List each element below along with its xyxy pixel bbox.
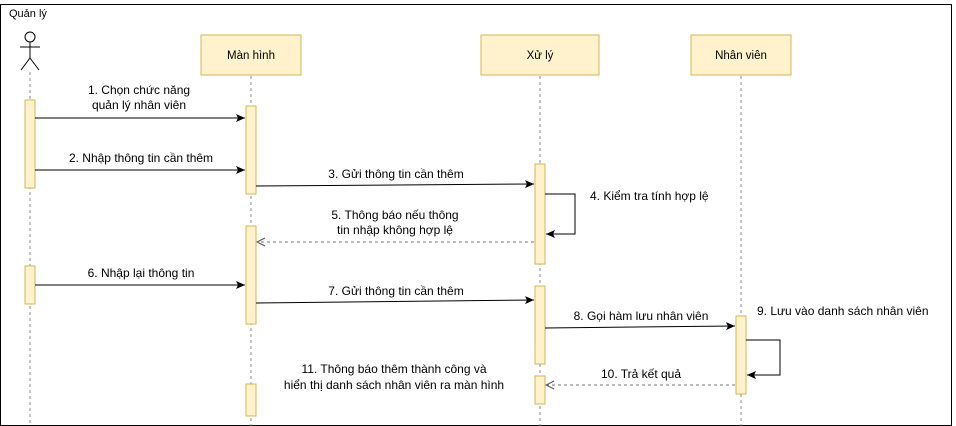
message-arrow-9 <box>746 339 781 379</box>
message-arrow-4 <box>545 193 576 238</box>
lifeline-box-staff: Nhân viên <box>690 34 792 76</box>
lifeline-label-screen: Màn hình <box>227 50 275 62</box>
actor-icon <box>20 31 40 71</box>
lifeline-label-staff: Nhân viên <box>715 50 767 62</box>
frame-title: Quản lý <box>9 8 47 20</box>
message-label-4: 4. Kiểm tra tính hợp lệ <box>590 189 709 203</box>
message-label-8: 8. Gọi hàm lưu nhân viên <box>574 309 709 323</box>
lifeline-box-screen: Màn hình <box>200 34 302 76</box>
activation-process-3 <box>534 375 546 405</box>
activation-actor-1 <box>24 99 36 189</box>
message-arrow-7 <box>255 296 535 305</box>
message-label-1b: quản lý nhân viên <box>92 98 186 112</box>
message-label-10: 10. Trả kết quả <box>601 367 681 381</box>
lifeline-label-process: Xử lý <box>527 50 554 62</box>
activation-process-2 <box>534 285 546 365</box>
message-label-11b: hiển thị danh sách nhân viên ra màn hình <box>284 378 504 392</box>
lifeline-box-process: Xử lý <box>480 34 600 76</box>
message-arrow-3 <box>255 180 535 189</box>
activation-actor-2 <box>24 265 36 305</box>
activation-screen-2 <box>245 225 257 325</box>
message-label-1a: 1. Chọn chức năng <box>88 83 190 97</box>
message-label-5a: 5. Thông báo nếu thông <box>331 208 458 222</box>
message-label-2: 2. Nhập thông tin cần thêm <box>69 151 213 165</box>
message-label-5b: tin nhập không hợp lệ <box>337 223 453 237</box>
message-label-9: 9. Lưu vào danh sách nhân viên <box>757 304 929 318</box>
activation-screen-3 <box>245 383 257 417</box>
activation-staff-1 <box>735 315 747 395</box>
message-label-11a: 11. Thông báo thêm thành công và <box>301 362 486 376</box>
message-label-6: 6. Nhập lại thông tin <box>88 266 195 280</box>
activation-process-1 <box>534 163 546 265</box>
message-arrow-8 <box>544 322 736 331</box>
message-label-7: 7. Gửi thông tin cần thêm <box>328 284 463 298</box>
activation-screen-1 <box>245 105 257 195</box>
message-label-3: 3. Gửi thông tin cần thêm <box>328 167 463 181</box>
